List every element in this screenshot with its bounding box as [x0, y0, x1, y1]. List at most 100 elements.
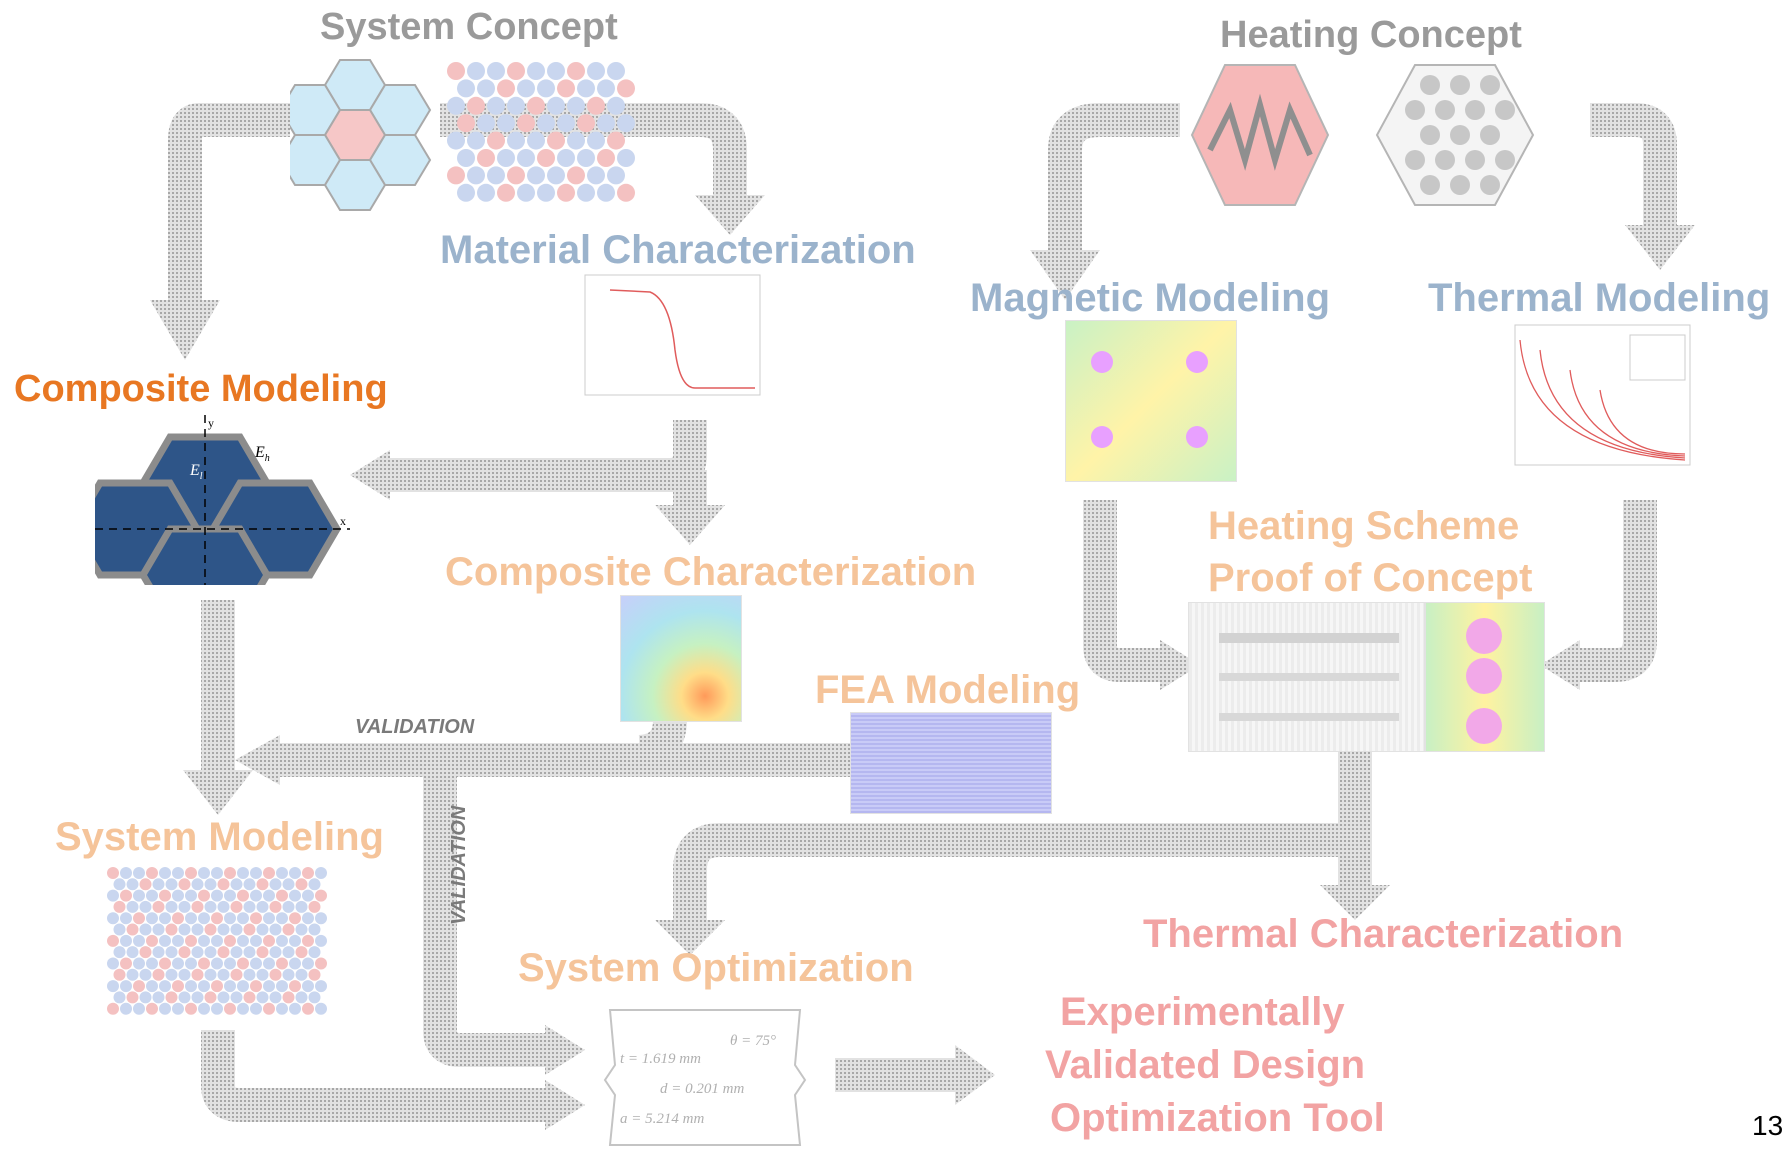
- grid-dot: [467, 166, 485, 185]
- grid-dot: [243, 878, 256, 891]
- grid-dot: [146, 867, 158, 879]
- grid-dot: [477, 149, 495, 167]
- grid-dot: [276, 957, 288, 970]
- grid-dot: [230, 946, 243, 959]
- grid-dot: [607, 131, 625, 150]
- grid-dot: [477, 79, 495, 98]
- grid-dot: [139, 923, 152, 936]
- grid-dot: [527, 131, 545, 150]
- grid-dot: [224, 867, 236, 879]
- grid-dot: [276, 1002, 288, 1015]
- grid-dot: [172, 957, 184, 970]
- grid-dot: [537, 79, 555, 98]
- grid-dot: [178, 878, 191, 891]
- grid-dot: [237, 889, 249, 902]
- grid-dot: [557, 79, 575, 98]
- grid-dot: [237, 1002, 249, 1015]
- grid-dot: [577, 149, 595, 167]
- grid-dot: [204, 900, 217, 913]
- validation-horizontal-label: VALIDATION: [355, 716, 475, 738]
- arrow-heating-to-opt: [673, 823, 1355, 920]
- grid-dot: [198, 912, 210, 925]
- grid-dot: [211, 867, 223, 879]
- grid-dot: [113, 900, 126, 913]
- grid-dot: [269, 900, 282, 913]
- axis-x-label: x: [340, 514, 346, 528]
- arrowhead-magnetic: [1030, 250, 1100, 300]
- grid-dot: [133, 957, 145, 970]
- grid-dot: [198, 867, 210, 879]
- grid-dot: [146, 912, 158, 925]
- arrow-thermal-to-heating: [1580, 500, 1657, 682]
- thermal-modeling-plot: [1514, 324, 1691, 466]
- grid-dot: [507, 62, 525, 80]
- grid-dot: [302, 934, 314, 947]
- grid-dot: [211, 889, 223, 902]
- grid-dot: [133, 980, 145, 993]
- grid-dot: [211, 957, 223, 970]
- grid-dot: [308, 900, 321, 913]
- heating-concept-title: Heating Concept: [1220, 14, 1522, 56]
- grid-dot: [567, 62, 585, 80]
- grid-dot: [263, 889, 275, 902]
- grid-dot: [230, 991, 243, 1004]
- grid-dot: [282, 900, 295, 913]
- grid-dot: [276, 889, 288, 902]
- grid-dot: [224, 889, 236, 902]
- grid-dot: [302, 957, 314, 970]
- grid-dot: [172, 867, 184, 879]
- grid-dot: [191, 923, 204, 936]
- grid-dot: [211, 934, 223, 947]
- grid-dot: [165, 991, 178, 1004]
- arrow-material-to-composite: [390, 420, 707, 492]
- system-concept-hex-cluster: [290, 59, 432, 211]
- grid-dot: [276, 934, 288, 947]
- grid-dot: [120, 889, 132, 902]
- arrow-magnetic-to-heating: [1083, 500, 1160, 682]
- grid-dot: [224, 980, 236, 993]
- thermal-characterization-label: Thermal Characterization: [1143, 912, 1624, 956]
- grid-dot: [597, 149, 615, 167]
- particle-dot: [1480, 75, 1500, 95]
- grid-dot: [224, 934, 236, 947]
- grid-dot: [617, 79, 635, 98]
- grid-dot: [547, 131, 565, 150]
- grid-dot: [447, 166, 465, 185]
- grid-dot: [172, 1002, 184, 1015]
- grid-dot: [315, 980, 327, 993]
- grid-dot: [152, 946, 165, 959]
- grid-dot: [217, 900, 230, 913]
- particle-dot: [1450, 75, 1470, 95]
- outcome-label-2: Validated Design: [1045, 1043, 1366, 1087]
- grid-dot: [250, 912, 262, 925]
- grid-dot: [107, 912, 119, 925]
- arrow-sysmodel-to-opt: [201, 1030, 545, 1122]
- grid-dot: [250, 934, 262, 947]
- grid-dot: [146, 957, 158, 970]
- grid-dot: [217, 923, 230, 936]
- grid-dot: [497, 79, 515, 98]
- grid-dot: [107, 980, 119, 993]
- particle-dot: [1405, 150, 1425, 170]
- heating-coil-hexagon: [1190, 64, 1330, 206]
- grid-dot: [120, 957, 132, 970]
- el-label: El: [189, 462, 203, 482]
- heating-scheme-photo: [1188, 602, 1425, 752]
- grid-dot: [126, 991, 139, 1004]
- particle-dot: [1450, 175, 1470, 195]
- grid-dot: [557, 149, 575, 167]
- grid-dot: [302, 867, 314, 879]
- grid-dot: [133, 1002, 145, 1015]
- composite-modeling-label: Composite Modeling: [14, 368, 388, 410]
- particle-dot: [1420, 125, 1440, 145]
- grid-dot: [230, 878, 243, 891]
- grid-dot: [457, 149, 475, 167]
- grid-dot: [276, 980, 288, 993]
- grid-dot: [237, 980, 249, 993]
- grid-dot: [159, 957, 171, 970]
- grid-dot: [256, 900, 269, 913]
- grid-dot: [256, 968, 269, 981]
- outcome-label-3: Optimization Tool: [1050, 1096, 1385, 1140]
- grid-dot: [467, 131, 485, 150]
- arrow-concept-to-composite: [168, 103, 290, 300]
